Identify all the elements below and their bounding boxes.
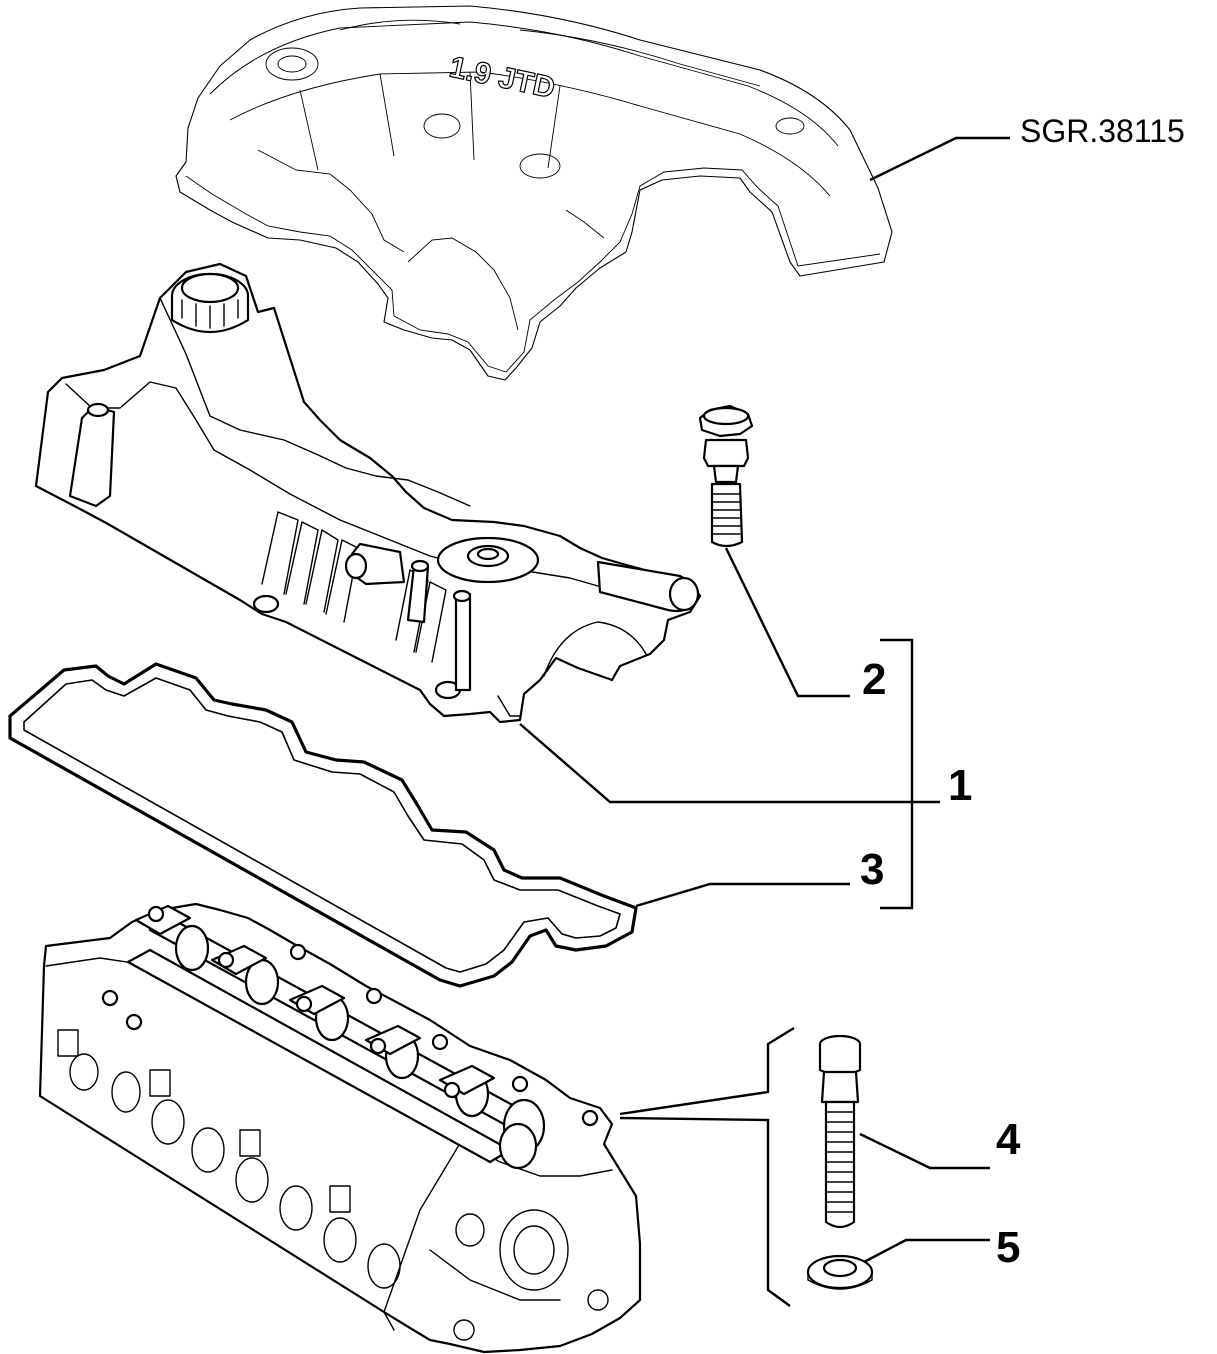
oil-filler-cap bbox=[170, 272, 250, 334]
breather-pipe bbox=[344, 542, 700, 613]
camshaft-boss bbox=[436, 536, 540, 584]
cylinder-head bbox=[38, 902, 642, 1354]
leader-lines bbox=[519, 136, 1010, 1307]
callout-1: 1 bbox=[948, 761, 972, 810]
head-ports bbox=[57, 1029, 401, 1289]
valve-cover bbox=[34, 262, 702, 724]
bolt-washer bbox=[806, 1254, 874, 1290]
cover-bolt bbox=[698, 404, 754, 548]
head-bolts bbox=[101, 905, 599, 1127]
engine-top-cover: 1.9 JTD bbox=[175, 5, 893, 381]
reference-code-label: SGR.38115 bbox=[1020, 113, 1185, 149]
head-rear-face bbox=[429, 1209, 609, 1341]
callout-2: 2 bbox=[862, 655, 886, 704]
callout-3: 3 bbox=[860, 845, 884, 894]
callout-4: 4 bbox=[996, 1115, 1021, 1164]
callout-5: 5 bbox=[996, 1223, 1020, 1272]
head-bolt bbox=[818, 1034, 862, 1229]
valve-cover-gasket bbox=[8, 662, 638, 988]
